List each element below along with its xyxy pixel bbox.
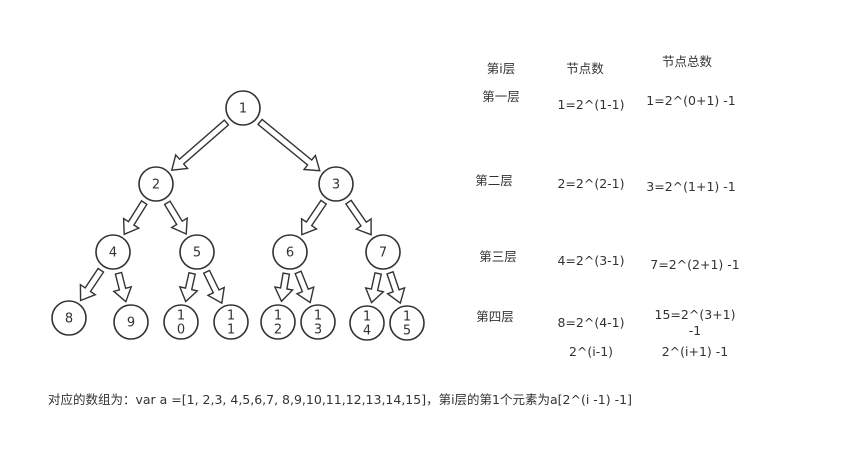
node-label: 0 bbox=[177, 323, 185, 338]
node-circle bbox=[95, 234, 131, 270]
node-label: 5 bbox=[193, 246, 201, 261]
node-circle bbox=[113, 304, 149, 340]
node-circle bbox=[179, 234, 215, 270]
tree-node-8: 8 bbox=[51, 300, 87, 336]
header-total-nodes: 节点总数 bbox=[662, 54, 713, 69]
arrow-1-to-2 bbox=[170, 119, 230, 172]
row-4-count: 8=2^(4-1) bbox=[557, 315, 624, 330]
row-1-layer: 第一层 bbox=[482, 89, 520, 104]
formula-count: 2^(i-1) bbox=[569, 344, 613, 359]
node-label: 3 bbox=[314, 323, 322, 338]
node-label: 4 bbox=[109, 246, 117, 261]
arrow-5-to-11 bbox=[202, 269, 226, 305]
row-3-total: 7=2^(2+1) -1 bbox=[650, 257, 739, 272]
tree-node-12: 12 bbox=[260, 304, 296, 340]
tree-node-3: 3 bbox=[318, 166, 354, 202]
node-circle bbox=[272, 234, 308, 270]
row-3-count: 4=2^(3-1) bbox=[557, 253, 624, 268]
tree-node-7: 7 bbox=[365, 234, 401, 270]
arrow-3-to-7 bbox=[344, 199, 372, 236]
row-2-count: 2=2^(2-1) bbox=[557, 176, 624, 191]
node-label: 1 bbox=[239, 102, 247, 117]
node-circle bbox=[163, 304, 199, 340]
node-circle bbox=[300, 304, 336, 340]
tree-node-5: 5 bbox=[179, 234, 215, 270]
row-1-total: 1=2^(0+1) -1 bbox=[646, 93, 735, 108]
arrow-4-to-9 bbox=[112, 271, 133, 303]
arrow-3-to-6 bbox=[300, 199, 328, 236]
tree-node-14: 14 bbox=[349, 305, 385, 341]
node-label: 1 bbox=[274, 309, 282, 324]
node-label: 1 bbox=[314, 309, 322, 324]
node-circle bbox=[318, 166, 354, 202]
arrow-5-to-10 bbox=[178, 271, 199, 303]
row-3-layer: 第三层 bbox=[479, 249, 517, 264]
arrow-6-to-13 bbox=[294, 270, 315, 304]
node-label: 2 bbox=[152, 178, 160, 193]
row-1-count: 1=2^(1-1) bbox=[557, 97, 624, 112]
tree-edges bbox=[79, 118, 406, 305]
node-circle bbox=[213, 304, 249, 340]
row-4-total: 15=2^(3+1) bbox=[655, 307, 736, 322]
node-circle bbox=[51, 300, 87, 336]
node-circle bbox=[225, 90, 261, 126]
array-caption: 对应的数组为：var a =[1, 2,3, 4,5,6,7, 8,9,10,1… bbox=[48, 392, 632, 407]
node-label: 8 bbox=[65, 312, 73, 327]
tree-node-10: 10 bbox=[163, 304, 199, 340]
arrow-1-to-3 bbox=[257, 118, 321, 172]
tree-node-4: 4 bbox=[95, 234, 131, 270]
tree-node-11: 11 bbox=[213, 304, 249, 340]
row-4-total-cont: -1 bbox=[689, 323, 701, 338]
tree-node-2: 2 bbox=[138, 166, 174, 202]
arrow-6-to-12 bbox=[273, 272, 295, 303]
node-label: 9 bbox=[127, 316, 135, 331]
node-circle bbox=[138, 166, 174, 202]
node-label: 2 bbox=[274, 323, 282, 338]
tree-node-15: 15 bbox=[389, 305, 425, 341]
header-layer: 第i层 bbox=[487, 61, 515, 76]
node-label: 1 bbox=[403, 310, 411, 325]
formula-total: 2^(i+1) -1 bbox=[662, 344, 729, 359]
node-label: 5 bbox=[403, 324, 411, 339]
row-4-layer: 第四层 bbox=[476, 309, 514, 324]
node-label: 7 bbox=[379, 246, 387, 261]
node-circle bbox=[260, 304, 296, 340]
node-label: 1 bbox=[177, 309, 185, 324]
node-label: 1 bbox=[363, 310, 371, 325]
node-label: 6 bbox=[286, 246, 294, 261]
arrow-4-to-8 bbox=[79, 267, 105, 302]
arrow-7-to-15 bbox=[386, 270, 406, 305]
arrow-2-to-5 bbox=[163, 200, 188, 236]
row-2-layer: 第二层 bbox=[475, 173, 513, 188]
tree-node-1: 1 bbox=[225, 90, 261, 126]
level-table: 第i层 节点数 节点总数 第一层 1=2^(1-1) 1=2^(0+1) -1 … bbox=[475, 54, 739, 359]
node-circle bbox=[365, 234, 401, 270]
tree-node-13: 13 bbox=[300, 304, 336, 340]
arrow-7-to-14 bbox=[364, 271, 385, 304]
node-label: 4 bbox=[363, 324, 371, 339]
tree-node-6: 6 bbox=[272, 234, 308, 270]
node-label: 1 bbox=[227, 309, 235, 324]
node-label: 3 bbox=[332, 178, 340, 193]
node-circle bbox=[349, 305, 385, 341]
node-label: 1 bbox=[227, 323, 235, 338]
row-2-total: 3=2^(1+1) -1 bbox=[646, 179, 735, 194]
tree-node-9: 9 bbox=[113, 304, 149, 340]
node-circle bbox=[389, 305, 425, 341]
arrow-2-to-4 bbox=[122, 199, 148, 236]
header-node-count: 节点数 bbox=[566, 61, 604, 76]
